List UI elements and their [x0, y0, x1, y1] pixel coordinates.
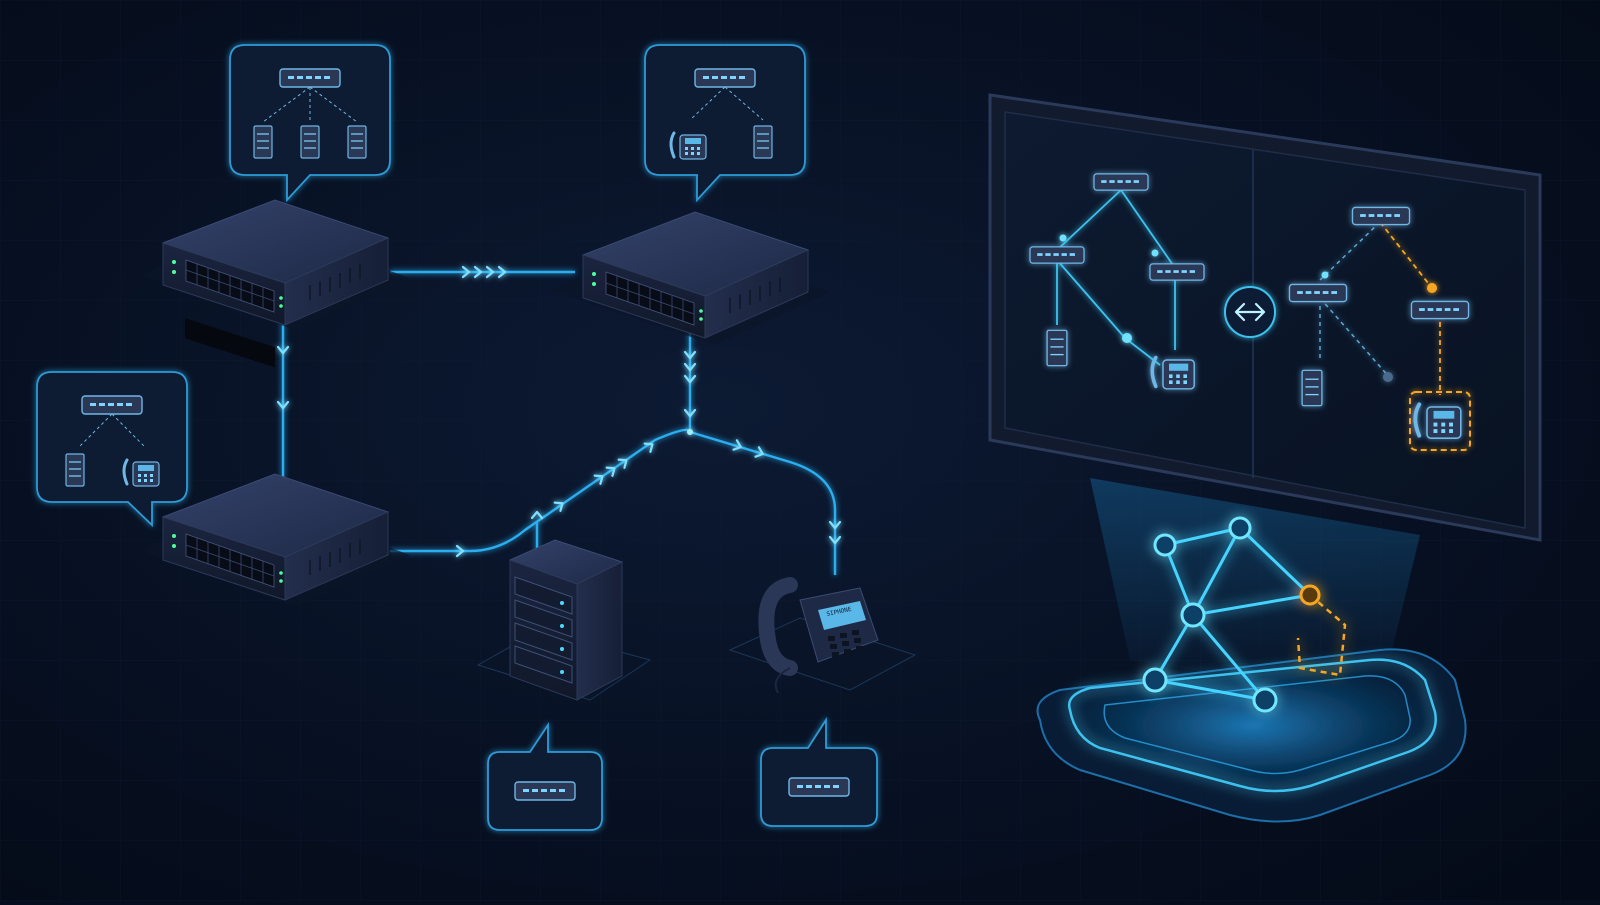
- link-junction-ip-phone: [689, 430, 837, 575]
- vent-slots: [309, 264, 361, 300]
- status-leds: [592, 272, 703, 321]
- phone-handset: [758, 577, 798, 676]
- hologram-graph: [1142, 516, 1347, 713]
- vent-slots: [309, 539, 361, 575]
- vent-slots: [729, 277, 781, 313]
- phone-screen: [818, 601, 866, 630]
- hologram-alert-node: [1299, 584, 1321, 606]
- hologram-alert-path: [1296, 594, 1347, 677]
- ip-phone[interactable]: SIPHONE: [728, 577, 917, 694]
- switch-port-grid: [185, 259, 275, 313]
- link-switch-c-junction: [390, 428, 692, 553]
- hologram-pad: [1036, 648, 1467, 823]
- callout-switch-a: [229, 44, 391, 203]
- phone-keypad: [828, 630, 863, 657]
- callout-switch-b: [644, 44, 806, 203]
- status-leds: [172, 534, 283, 583]
- switch-b[interactable]: [550, 211, 830, 345]
- flow-arrows: [276, 265, 842, 558]
- server-leds: [560, 601, 564, 674]
- switch-port-grid: [605, 271, 695, 326]
- alert-node: [1427, 283, 1437, 293]
- server[interactable]: [476, 539, 652, 701]
- switch-ports: [185, 318, 275, 368]
- switch-a[interactable]: [140, 199, 410, 368]
- callout-switch-c: [36, 371, 188, 528]
- server-bays: [514, 576, 573, 684]
- callout-ip-phone: [760, 716, 878, 827]
- status-leds: [172, 260, 283, 308]
- hologram-projector: [1036, 478, 1467, 823]
- compare-arrows-icon: [1224, 286, 1276, 338]
- comparison-monitor: [988, 93, 1542, 542]
- monitor-left-panel: [1029, 173, 1205, 391]
- monitor-right-panel: [1288, 206, 1471, 451]
- alert-highlight-box: [1409, 391, 1471, 451]
- callout-server: [487, 722, 603, 831]
- switch-port-grid: [185, 533, 275, 588]
- network-links: [281, 270, 837, 575]
- switch-c[interactable]: [140, 473, 410, 607]
